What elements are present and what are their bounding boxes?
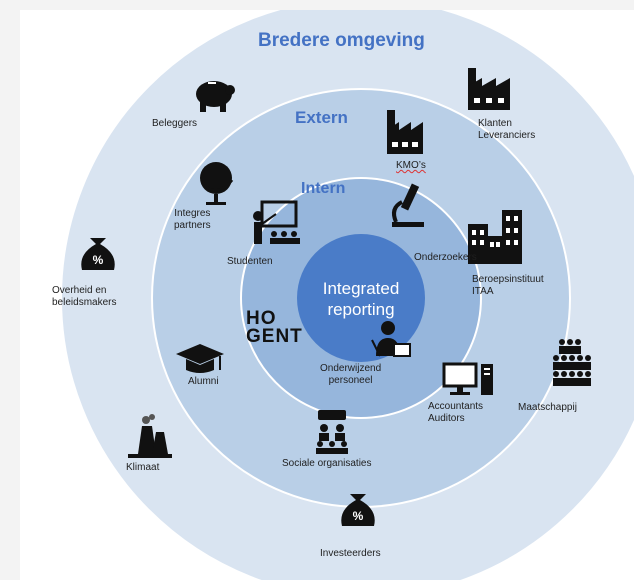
money-bag-icon: % [81, 238, 115, 270]
label-overheid: Overheid en beleidsmakers [52, 285, 117, 308]
lecturer-icon [371, 321, 411, 357]
hogent-logo: HO GENT [246, 308, 303, 347]
outer-ring-title: Bredere omgeving [258, 30, 425, 51]
rings-svg: % [60, 10, 634, 580]
label-klanten-leveranciers: Klanten Leveranciers [478, 118, 536, 141]
community-icon [316, 410, 348, 454]
label-alumni: Alumni [188, 376, 219, 387]
power-plant-icon [128, 414, 172, 458]
microscope-icon [392, 183, 424, 227]
label-beroepsinstituut-itaa: Beroepsinstituut ITAA [472, 274, 544, 297]
label-kmos: KMO’s [396, 160, 426, 171]
money-bag-icon: % [341, 494, 375, 526]
svg-text:%: % [93, 253, 104, 267]
inner-ring-title: Intern [301, 180, 346, 197]
label-sociale-organisaties: Sociale organisaties [282, 458, 372, 469]
label-maatschappij: Maatschappij [518, 402, 577, 413]
diagram-canvas: % [20, 10, 634, 580]
label-onderwijzend-personeel: Onderwijzend personeel [320, 363, 382, 386]
label-accountants-auditors: Accountants Auditors [428, 401, 484, 424]
teacher-board-icon [253, 200, 300, 244]
label-beleggers: Beleggers [152, 118, 198, 129]
factory-icon [468, 68, 510, 110]
piggy-bank-icon [196, 81, 235, 112]
globe-icon [200, 162, 234, 205]
graduation-cap-icon [176, 344, 224, 373]
crowd-icon [553, 339, 591, 386]
label-studenten: Studenten [227, 256, 273, 267]
label-onderzoekers: Onderzoekers [414, 252, 477, 263]
label-integres-partners: Integres partners [174, 208, 211, 231]
factory-icon [387, 110, 423, 154]
computer-icon [442, 362, 493, 395]
middle-ring-title: Extern [295, 108, 348, 127]
office-buildings-icon [468, 210, 522, 264]
label-klimaat: Klimaat [126, 462, 160, 473]
svg-text:%: % [353, 509, 364, 523]
label-investeerders: Investeerders [320, 548, 381, 559]
center-label: Integrated reporting [322, 279, 400, 319]
